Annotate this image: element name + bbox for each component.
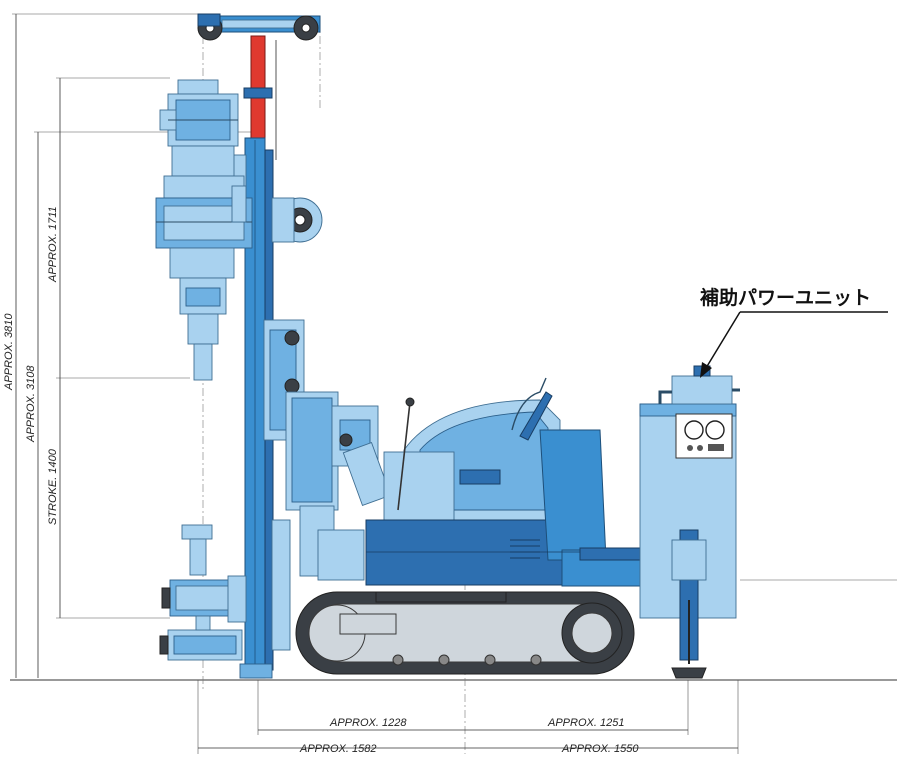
auxiliary-power-unit bbox=[639, 365, 740, 679]
dim-rear-upper: APPROX. 1228 bbox=[329, 717, 407, 729]
pressure-gauge-icon bbox=[705, 420, 725, 440]
dim-rear-right-lower: APPROX. 1550 bbox=[561, 743, 639, 754]
dim-stroke: STROKE. 1400 bbox=[47, 448, 59, 525]
lower-chuck bbox=[159, 524, 247, 661]
horizontal-dimensions bbox=[197, 680, 739, 754]
dim-rear-right-upper: APPROX. 1251 bbox=[547, 717, 624, 729]
pressure-gauge-icon bbox=[684, 420, 704, 440]
cylinder-clamp bbox=[243, 87, 273, 99]
vertical-dimensions bbox=[12, 13, 255, 678]
mast-crown bbox=[197, 13, 321, 41]
dim-mast-height: APPROX. 3108 bbox=[25, 365, 37, 443]
body-vent-grille bbox=[510, 539, 540, 559]
dim-overall-height: APPROX. 3810 bbox=[3, 313, 15, 391]
rotary-head bbox=[155, 79, 253, 381]
callout-label: 補助パワーユニット bbox=[699, 286, 871, 309]
dim-front-lower: APPROX. 1582 bbox=[299, 743, 376, 754]
callout-leader bbox=[705, 311, 741, 369]
mast-carriage bbox=[271, 391, 392, 651]
callout-arrow-icon bbox=[700, 362, 712, 378]
machine-body bbox=[365, 377, 651, 587]
crawler-track bbox=[295, 591, 635, 675]
dim-head-length: APPROX. 1711 bbox=[47, 206, 59, 283]
